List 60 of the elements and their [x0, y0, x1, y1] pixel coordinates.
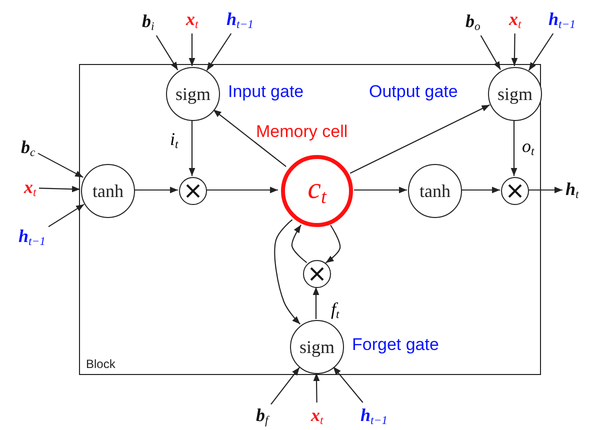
arrow — [188, 34, 196, 66]
sigmoid-node — [166, 67, 220, 121]
arrow — [134, 186, 178, 194]
gate-label: Forget gate — [352, 335, 439, 355]
variable-label: h$_{t−1}$ — [360, 406, 388, 426]
edge-label: i$_{t}$ — [170, 130, 178, 151]
edge-label: f$_{t}$ — [331, 300, 340, 321]
arrow — [188, 120, 196, 176]
tanh-node — [81, 164, 135, 218]
cell-state-symbol: c$_{t}$ — [308, 174, 326, 208]
arrow — [461, 186, 500, 194]
arrow — [350, 104, 490, 174]
variable-label: x$_{t}$ — [311, 406, 324, 426]
variable-label: b$_{o}$ — [466, 12, 480, 32]
arrow — [270, 367, 300, 405]
arrow — [332, 366, 364, 403]
arrow — [48, 204, 84, 228]
variable-label: x$_{t}$ — [24, 178, 36, 198]
arrow — [274, 219, 301, 325]
function-name: sigm — [497, 85, 532, 103]
gate-label: Input gate — [228, 82, 304, 102]
variable-label: h$_{t}$ — [566, 180, 579, 200]
arrow — [528, 186, 562, 194]
arrow — [354, 186, 407, 194]
arrow — [528, 33, 554, 71]
arrow — [510, 120, 518, 176]
function-name: tanh — [92, 182, 124, 200]
variable-label: b$_{i}$ — [142, 12, 154, 32]
variable-label: x$_{t}$ — [509, 10, 522, 30]
variable-label: h$_{t−1}$ — [548, 10, 576, 30]
block-label: Block — [86, 357, 116, 371]
variable-label: h$_{t−1}$ — [226, 10, 254, 30]
sigmoid-node — [290, 320, 344, 374]
arrow — [38, 152, 84, 178]
multiply-node — [303, 260, 331, 288]
variable-label: b$_{c}$ — [21, 138, 36, 158]
arrow — [212, 109, 286, 168]
arrow — [325, 224, 341, 264]
arrow — [480, 35, 501, 70]
arrow — [312, 287, 320, 319]
arrow — [38, 186, 80, 192]
arrow — [206, 33, 232, 71]
memory-cell-circle — [281, 155, 353, 227]
block-frame — [79, 64, 541, 375]
function-name: tanh — [420, 182, 450, 200]
arrow — [313, 372, 320, 402]
function-name: sigm — [175, 85, 210, 103]
variable-label: b$_{f}$ — [256, 406, 268, 426]
gate-label: Memory cell — [256, 122, 348, 142]
multiply-node — [501, 177, 529, 205]
variable-label: x$_{t}$ — [186, 10, 198, 30]
variable-label: h$_{t−1}$ — [18, 226, 46, 248]
function-name: sigm — [299, 338, 334, 356]
arrow — [291, 224, 308, 263]
sigmoid-node — [488, 67, 542, 121]
arrow — [156, 35, 178, 70]
gate-label: Output gate — [369, 82, 458, 102]
arrow — [511, 34, 518, 66]
multiply-node — [179, 177, 207, 205]
tanh-node — [408, 164, 462, 218]
